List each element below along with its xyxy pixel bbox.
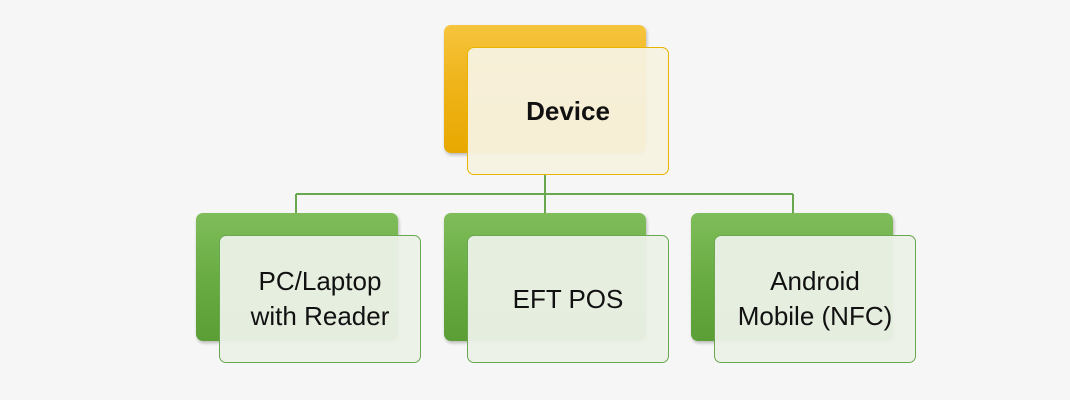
child-node-label: Android Mobile (NFC) [737,266,893,331]
child-node-card: EFT POS [467,235,669,363]
child-node-card: PC/Laptop with Reader [219,235,421,363]
child-node-card: Android Mobile (NFC) [714,235,916,363]
root-node-card: Device [467,47,669,175]
child-node-label: PC/Laptop with Reader [250,266,390,331]
root-node-label: Device [526,95,610,126]
child-node-label: EFT POS [512,283,624,314]
